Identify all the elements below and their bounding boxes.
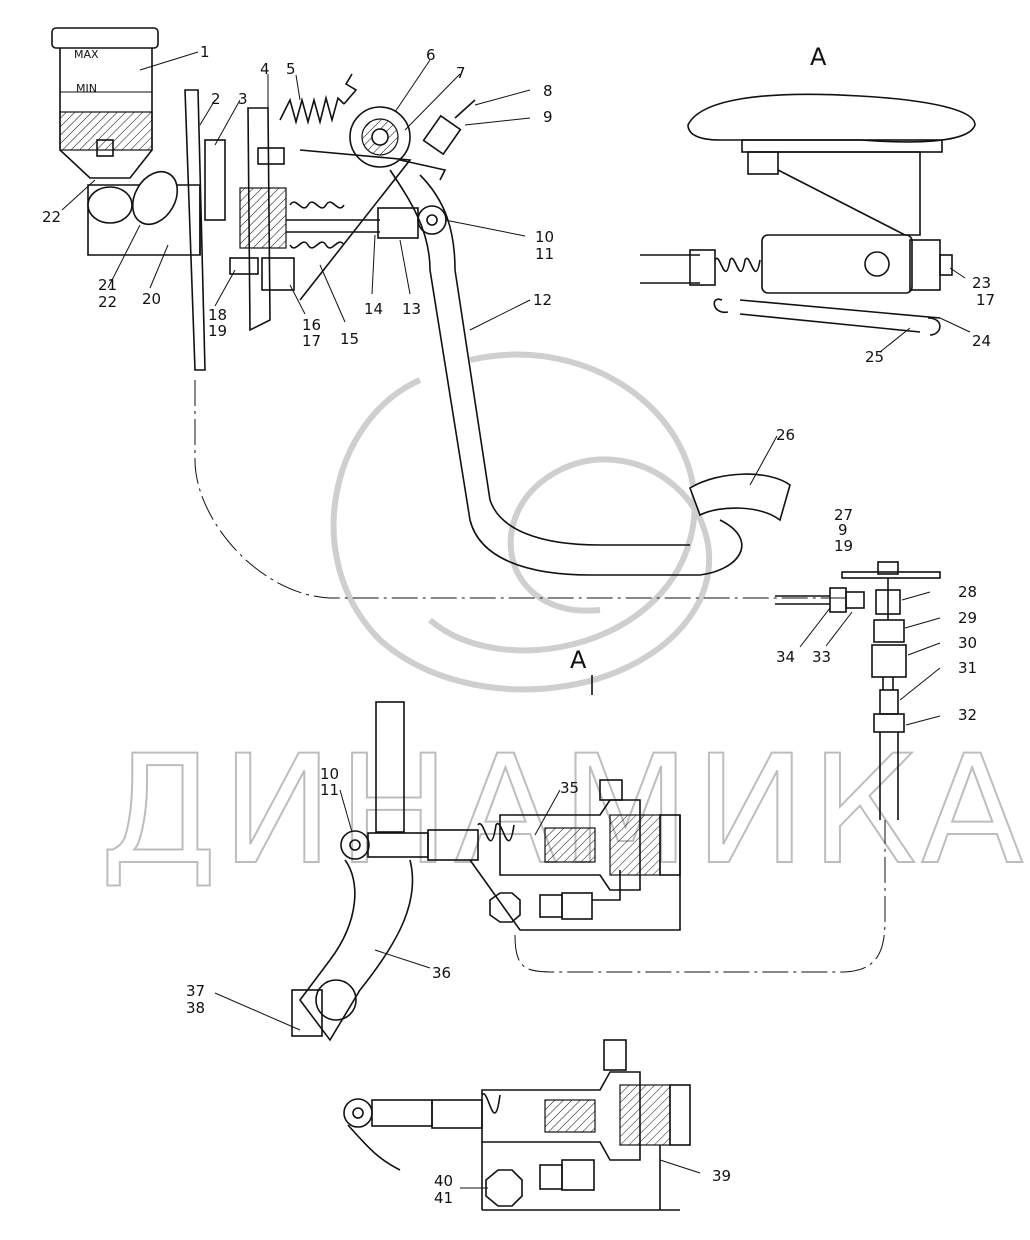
push-rod	[286, 201, 447, 249]
pedal-arm	[349, 99, 791, 576]
view-a: A	[640, 43, 976, 336]
label-1: 1	[200, 43, 210, 61]
label-17: 17	[302, 332, 321, 350]
label-39: 39	[712, 1167, 731, 1185]
axis-lines	[194, 380, 886, 973]
alt-slave-cylinder	[343, 1039, 691, 1211]
reservoir: MAX MIN	[51, 27, 159, 179]
svg-text:A: A	[810, 43, 827, 71]
leader-lines	[61, 51, 971, 1189]
label-21: 21	[98, 276, 117, 294]
label-12: 12	[533, 291, 552, 309]
svg-text:ДИНАМИКА 76: ДИНАМИКА 76	[100, 724, 1030, 898]
label-9: 9	[543, 108, 553, 126]
label-32: 32	[958, 706, 977, 724]
label-10b: 10	[320, 765, 339, 783]
label-28: 28	[958, 583, 977, 601]
label-33: 33	[812, 648, 831, 666]
label-11: 11	[535, 245, 554, 263]
section-marker-a: A	[570, 646, 587, 674]
svg-text:MAX: MAX	[74, 48, 99, 61]
label-35: 35	[560, 779, 579, 797]
label-10: 10	[535, 228, 554, 246]
label-14: 14	[364, 300, 383, 318]
pedal-bracket	[184, 89, 412, 371]
label-18: 18	[208, 306, 227, 324]
label-16: 16	[302, 316, 321, 334]
master-cylinder	[87, 139, 226, 256]
label-41: 41	[434, 1189, 453, 1207]
label-22a: 22	[98, 293, 117, 311]
label-30: 30	[958, 634, 977, 652]
label-20: 20	[142, 290, 161, 308]
label-34: 34	[776, 648, 795, 666]
label-24: 24	[972, 332, 991, 350]
label-22: 22	[42, 208, 61, 226]
label-25: 25	[865, 348, 884, 366]
label-40: 40	[434, 1172, 453, 1190]
label-13: 13	[402, 300, 421, 318]
label-9b: 9	[838, 521, 848, 539]
svg-text:MIN: MIN	[76, 82, 97, 95]
label-23: 23	[972, 274, 991, 292]
part-labels: 1 2 3 4 5 6 7 8 9 10 11 12 13 14 15 16 1…	[42, 43, 995, 1207]
return-spring	[279, 73, 358, 126]
label-7: 7	[456, 64, 466, 82]
label-37: 37	[186, 982, 205, 1000]
label-29: 29	[958, 609, 977, 627]
label-27: 27	[834, 506, 853, 524]
label-6: 6	[426, 46, 436, 64]
label-17b: 17	[976, 291, 995, 309]
label-38: 38	[186, 999, 205, 1017]
label-19: 19	[208, 322, 227, 340]
label-11b: 11	[320, 781, 339, 799]
watermark-logo	[330, 351, 713, 693]
label-2: 2	[211, 90, 221, 108]
label-15: 15	[340, 330, 359, 348]
release-lever	[291, 859, 414, 1042]
slave-cylinder	[340, 701, 681, 931]
label-8: 8	[543, 82, 553, 100]
label-3: 3	[238, 90, 248, 108]
label-26: 26	[776, 426, 795, 444]
label-5: 5	[286, 60, 296, 78]
line-fittings	[775, 561, 941, 820]
label-36: 36	[432, 964, 451, 982]
label-4: 4	[260, 60, 270, 78]
label-19b: 19	[834, 537, 853, 555]
label-31: 31	[958, 659, 977, 677]
watermark: ДИНАМИКА 76	[99, 351, 1030, 899]
